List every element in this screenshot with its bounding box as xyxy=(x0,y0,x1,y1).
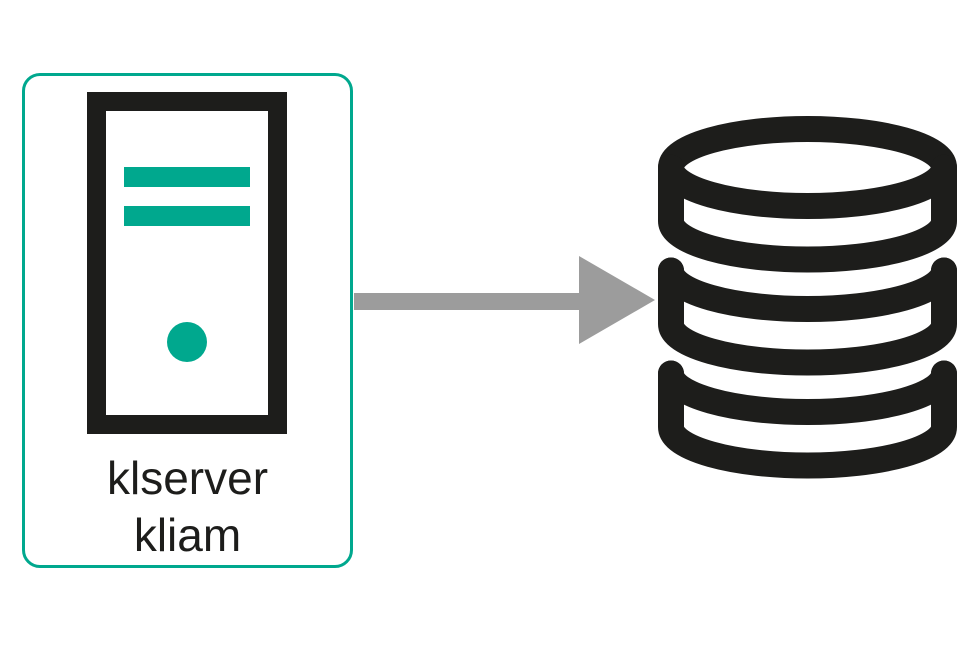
database-icon xyxy=(658,116,957,479)
server-label-line1: klserver xyxy=(106,452,269,504)
server-group-box xyxy=(22,73,353,568)
server-tower-icon xyxy=(87,92,287,434)
server-node-label: klserver kliam xyxy=(22,450,353,564)
arrow-right-icon xyxy=(354,256,655,344)
server-label-line2: kliam xyxy=(133,509,242,561)
